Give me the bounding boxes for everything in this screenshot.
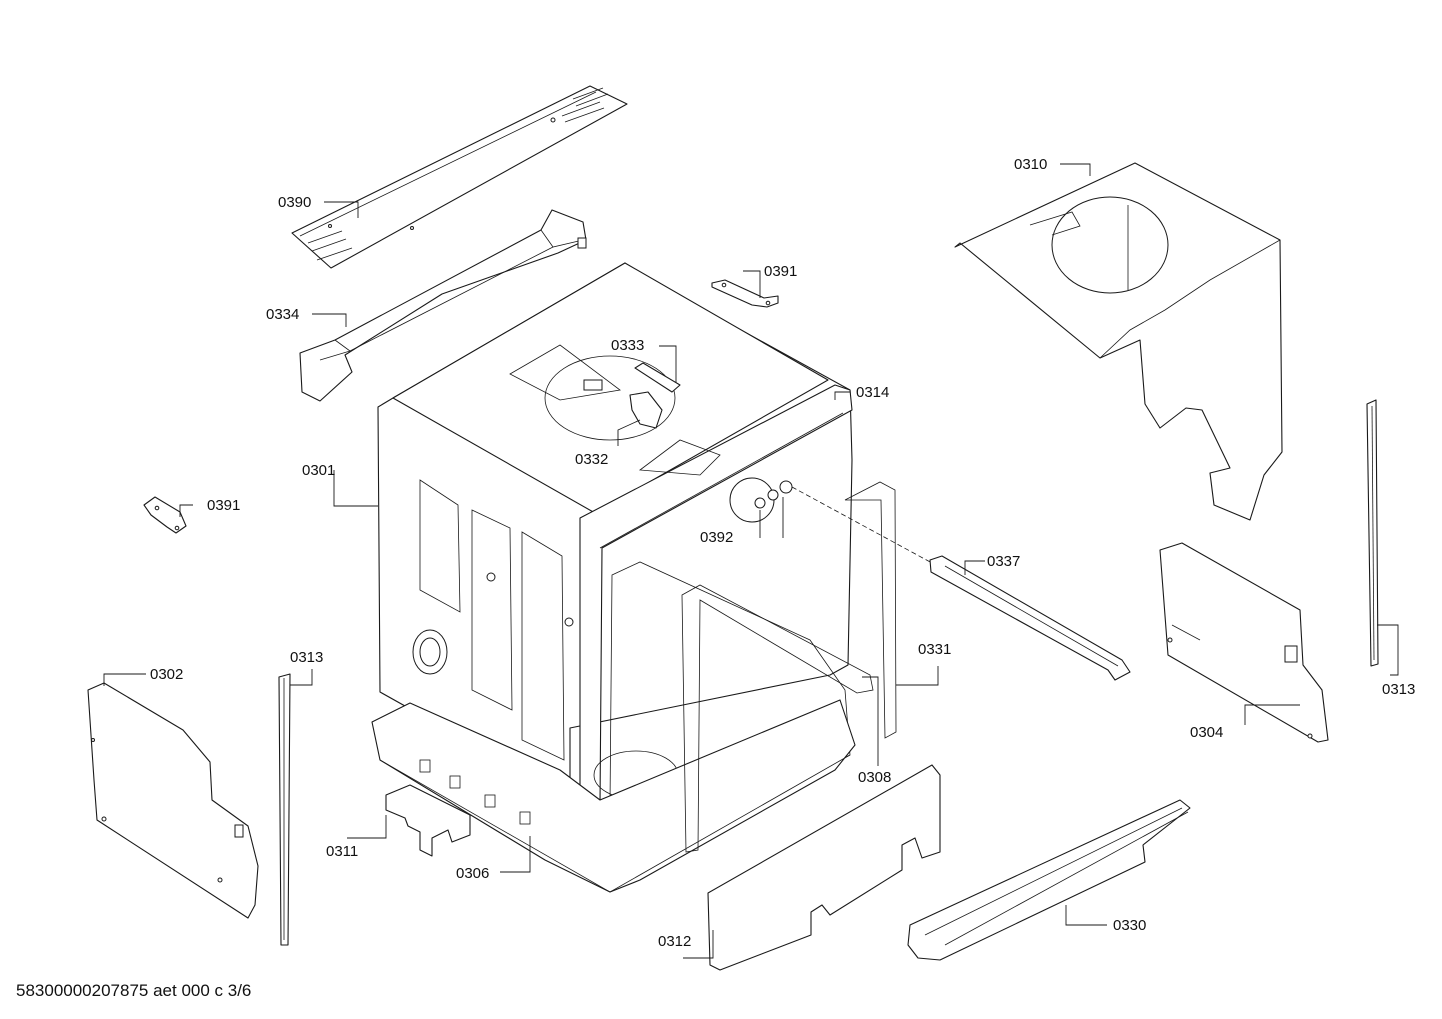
channel-icon xyxy=(907,799,1191,961)
hinge-icon xyxy=(629,391,663,429)
label-0304: 0304 xyxy=(1190,724,1223,741)
label-0313: 0313 xyxy=(290,649,323,666)
label-0391: 0391 xyxy=(207,497,240,514)
base-plate-icon xyxy=(291,85,628,269)
bracket-icon xyxy=(711,279,779,308)
label-0331: 0331 xyxy=(918,641,951,658)
cover-icon xyxy=(954,162,1283,521)
seal-icon xyxy=(844,481,897,739)
label-0332: 0332 xyxy=(575,451,608,468)
label-0391: 0391 xyxy=(764,263,797,280)
strip-icon xyxy=(278,673,291,946)
part-labels: 0390 0334 0391 0391 0333 0332 0314 0301 … xyxy=(150,156,1415,950)
insulation-icon xyxy=(385,784,471,857)
side-panel-icon xyxy=(1159,542,1329,743)
label-0312: 0312 xyxy=(658,933,691,950)
drawing-footer: 58300000207875 aet 000 c 3/6 xyxy=(16,981,252,1000)
clip-icon xyxy=(634,362,681,393)
label-0311: 0311 xyxy=(326,843,358,860)
label-0308: 0308 xyxy=(858,769,891,786)
insulation-icon xyxy=(707,764,941,971)
rod-icon xyxy=(929,555,1131,681)
label-0306: 0306 xyxy=(456,865,489,882)
label-0337: 0337 xyxy=(987,553,1020,570)
base-icon xyxy=(371,699,856,893)
strip-icon xyxy=(1366,399,1379,667)
label-0314: 0314 xyxy=(856,384,889,401)
label-0310: 0310 xyxy=(1014,156,1047,173)
tub-icon xyxy=(377,262,853,809)
bracket-icon xyxy=(143,496,187,534)
label-0334: 0334 xyxy=(266,306,299,323)
rail-icon xyxy=(299,209,587,402)
label-0390: 0390 xyxy=(278,194,311,211)
label-0313: 0313 xyxy=(1382,681,1415,698)
label-0330: 0330 xyxy=(1113,917,1146,934)
label-0302: 0302 xyxy=(150,666,183,683)
label-0333: 0333 xyxy=(611,337,644,354)
side-panel-icon xyxy=(87,682,259,919)
label-0301: 0301 xyxy=(302,462,335,479)
label-0392: 0392 xyxy=(700,529,733,546)
leader-lines xyxy=(103,163,1399,959)
gasket-icon xyxy=(681,584,874,853)
